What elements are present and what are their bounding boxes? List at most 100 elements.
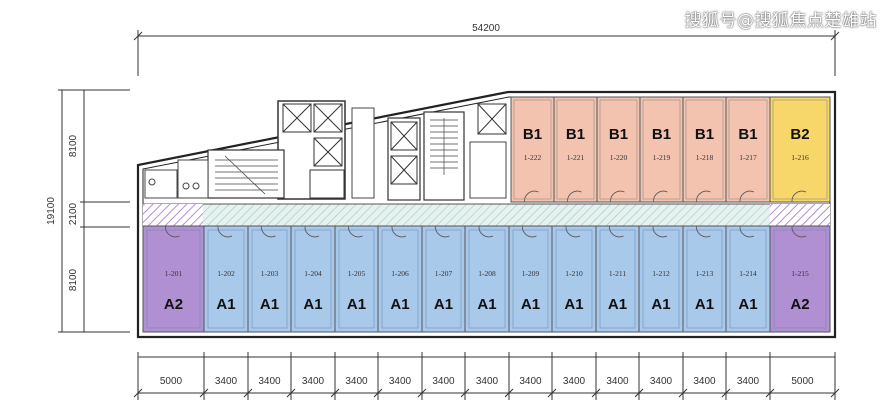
unit-code-label: 1-206 — [391, 269, 409, 278]
door-swing — [565, 225, 581, 238]
unit-code-label: 1-201 — [165, 269, 183, 278]
unit-code-label: 1-220 — [610, 153, 628, 162]
door-swing — [739, 190, 755, 203]
unit-code-label: 1-209 — [522, 269, 540, 278]
door-swing — [739, 225, 755, 238]
unit-code-label: 1-207 — [435, 269, 453, 278]
unit-1-217[interactable]: B1 1-217 — [725, 96, 771, 203]
unit-type-label: A1 — [695, 296, 714, 313]
bottom-dim-label: 3400 — [389, 376, 412, 387]
door-swing — [522, 225, 537, 238]
top-units: B11-222B11-221B11-220B11-219B11-218B11-2… — [510, 96, 831, 203]
unit-type-label: B1 — [738, 126, 757, 143]
unit-type-label: A1 — [260, 296, 279, 313]
unit-type-label: B1 — [609, 126, 628, 143]
bottom-dim-label: 5000 — [160, 376, 183, 387]
unit-type-label: B1 — [566, 126, 585, 143]
bottom-dim-label: 3400 — [302, 376, 325, 387]
bottom-dim-label: 3400 — [650, 376, 673, 387]
door-swing — [524, 190, 539, 203]
unit-type-label: B1 — [652, 126, 671, 143]
unit-type-label: A1 — [434, 296, 453, 313]
bottom-dim-label: 3400 — [519, 376, 542, 387]
top-dimension: 54200 — [133, 23, 840, 76]
unit-code-label: 1-215 — [791, 269, 809, 278]
corridor — [142, 203, 831, 227]
bottom-dim-label: 3400 — [606, 376, 629, 387]
unit-code-label: 1-204 — [304, 269, 322, 278]
unit-type-label: A1 — [477, 296, 496, 313]
unit-type-label: A1 — [347, 296, 366, 313]
door-swing — [791, 190, 807, 203]
unit-type-label: A1 — [521, 296, 540, 313]
unit-type-label: B2 — [790, 126, 809, 143]
unit-1-219[interactable]: B11-219 — [639, 96, 684, 203]
unit-code-label: 1-205 — [348, 269, 366, 278]
door-swing — [696, 190, 711, 203]
unit-1-222[interactable]: B1 1-222 — [510, 96, 555, 203]
unit-code-label: 1-216 — [791, 153, 809, 162]
total-width-label: 54200 — [472, 23, 500, 34]
unit-code-label: 1-208 — [478, 269, 496, 278]
unit-code-label: 1-211 — [609, 269, 626, 278]
door-swing — [610, 190, 625, 203]
unit-1-220[interactable]: B1 1-220 — [596, 96, 641, 203]
left-dim-3: 8100 — [68, 268, 79, 291]
door-swing — [165, 225, 180, 238]
unit-code-label: 1-202 — [217, 269, 235, 278]
unit-1-218[interactable]: B11-218 — [682, 96, 727, 203]
unit-type-label: A1 — [651, 296, 670, 313]
unit-1-221[interactable]: B1 1-221 — [553, 96, 598, 203]
door-swing — [567, 190, 582, 203]
bottom-dim-label: 3400 — [693, 376, 716, 387]
unit-type-label: A2 — [790, 296, 809, 313]
bottom-dimensions: 5000 3400 3400 3400 3400 3400 3400 3400 3400 3400… — [133, 352, 840, 400]
unit-code-label: 1-222 — [524, 153, 542, 162]
unit-code-label: 1-210 — [565, 269, 583, 278]
unit-type-label: A1 — [303, 296, 322, 313]
door-swing — [304, 225, 320, 238]
unit-type-label: B1 — [523, 126, 542, 143]
unit-code-label: 1-203 — [261, 269, 279, 278]
bottom-dim-label: 3400 — [476, 376, 499, 387]
left-dim-total: 19100 — [46, 197, 57, 225]
watermark: 搜狐号@搜狐焦点楚雄站 — [684, 11, 877, 31]
left-dimensions: 8100 2100 8100 19100 — [46, 89, 130, 333]
bottom-dim-label: 5000 — [791, 376, 814, 387]
unit-type-label: A1 — [564, 296, 583, 313]
door-swing — [435, 225, 450, 238]
door-swing — [391, 225, 407, 238]
door-swing — [652, 225, 668, 238]
unit-type-label: A1 — [216, 296, 235, 313]
unit-type-label: A1 — [390, 296, 409, 313]
bottom-dim-label: 3400 — [258, 376, 281, 387]
left-dim-1: 8100 — [68, 134, 79, 157]
unit-type-label: A1 — [738, 296, 757, 313]
unit-code-label: 1-212 — [652, 269, 670, 278]
bottom-dim-label: 3400 — [215, 376, 238, 387]
unit-code-label: 1-218 — [696, 153, 714, 162]
unit-1-216[interactable]: B2 1-216 — [769, 96, 831, 203]
door-swing — [217, 225, 233, 238]
unit-code-label: 1-221 — [567, 153, 585, 162]
unit-code-label: 1-217 — [739, 153, 757, 162]
unit-type-label: A1 — [608, 296, 627, 313]
unit-code-label: 1-214 — [739, 269, 757, 278]
door-swing — [696, 225, 711, 238]
door-swing — [478, 225, 494, 238]
